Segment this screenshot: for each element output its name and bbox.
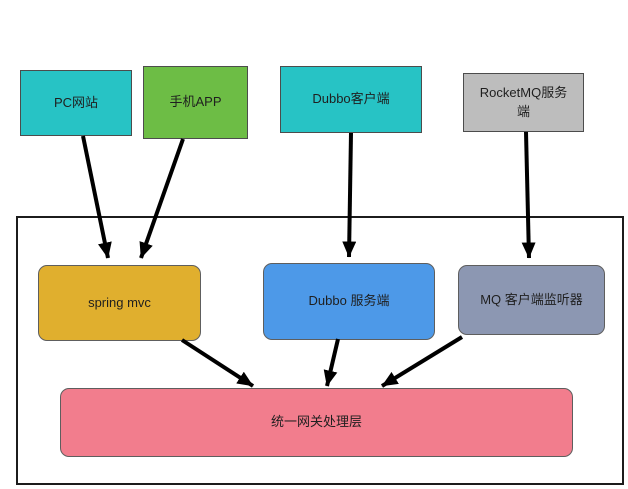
node-dubbo-server: Dubbo 服务端 — [263, 263, 435, 340]
node-label-dubbo-client: Dubbo客户端 — [312, 91, 390, 107]
node-mobile-app: 手机APP — [143, 66, 248, 139]
node-dubbo-client: Dubbo客户端 — [280, 66, 422, 133]
node-label-mobile-app: 手机APP — [169, 94, 222, 110]
node-gateway: 统一网关处理层 — [60, 388, 573, 457]
gateway-layer-container — [16, 216, 624, 485]
node-label-dubbo-server: Dubbo 服务端 — [308, 293, 390, 309]
node-pc-website: PC网站 — [20, 70, 132, 136]
node-label-pc-website: PC网站 — [53, 94, 99, 110]
node-rocketmq-server: RocketMQ服务 端 — [463, 73, 584, 132]
node-spring-mvc: spring mvc — [38, 265, 201, 341]
node-label-gateway: 统一网关处理层 — [270, 414, 362, 430]
node-mq-listener: MQ 客户端监听器 — [458, 265, 605, 335]
node-label-rocketmq-server: RocketMQ服务 端 — [479, 85, 568, 119]
node-label-mq-listener: MQ 客户端监听器 — [480, 291, 583, 307]
node-label-spring-mvc: spring mvc — [88, 294, 151, 310]
